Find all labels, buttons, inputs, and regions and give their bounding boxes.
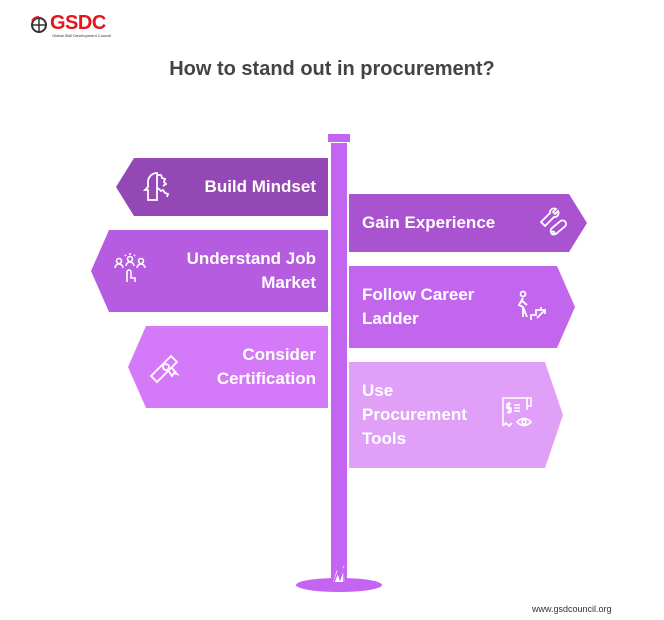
sign-label: Understand Job Market: [186, 249, 316, 292]
signpost-base: [296, 578, 382, 592]
wrench-tools-icon: [537, 206, 571, 240]
sign-use-procurement-tools: Use Procurement Tools: [349, 362, 563, 468]
sign-label: Follow Career Ladder: [362, 285, 475, 328]
sign-follow-career-ladder: Follow Career Ladder: [349, 266, 575, 348]
sign-consider-certification: Consider Certification: [128, 326, 328, 408]
people-selection-icon: [114, 253, 146, 282]
footer-url: www.gsdcouncil.org: [532, 604, 612, 614]
invoice-eye-icon: [501, 396, 535, 430]
logo-text: GSDC: [50, 12, 106, 34]
sign-build-mindset: Build Mindset: [116, 158, 328, 216]
logo-subtitle: Global Skill Development Council: [52, 33, 112, 38]
page-title: How to stand out in procurement?: [169, 58, 495, 80]
globe-icon: [31, 16, 47, 33]
person-climbing-stairs-icon: [513, 290, 547, 324]
sign-label: Use Procurement Tools: [362, 381, 467, 448]
mindset-head-gear-icon: [142, 172, 170, 201]
diploma-scroll-icon: [149, 354, 180, 384]
sign-label: Gain Experience: [362, 213, 496, 232]
gsdc-logo: GSDC Global Skill Development Council: [30, 12, 112, 38]
grass-icon: [333, 565, 345, 582]
signpost-cap: [328, 134, 350, 142]
sign-understand-job-market: Understand Job Market: [91, 230, 328, 312]
signpost-pole: [331, 143, 347, 583]
sign-label: Build Mindset: [204, 177, 316, 196]
sign-label: Consider Certification: [216, 345, 316, 388]
sign-gain-experience: Gain Experience: [349, 194, 587, 252]
